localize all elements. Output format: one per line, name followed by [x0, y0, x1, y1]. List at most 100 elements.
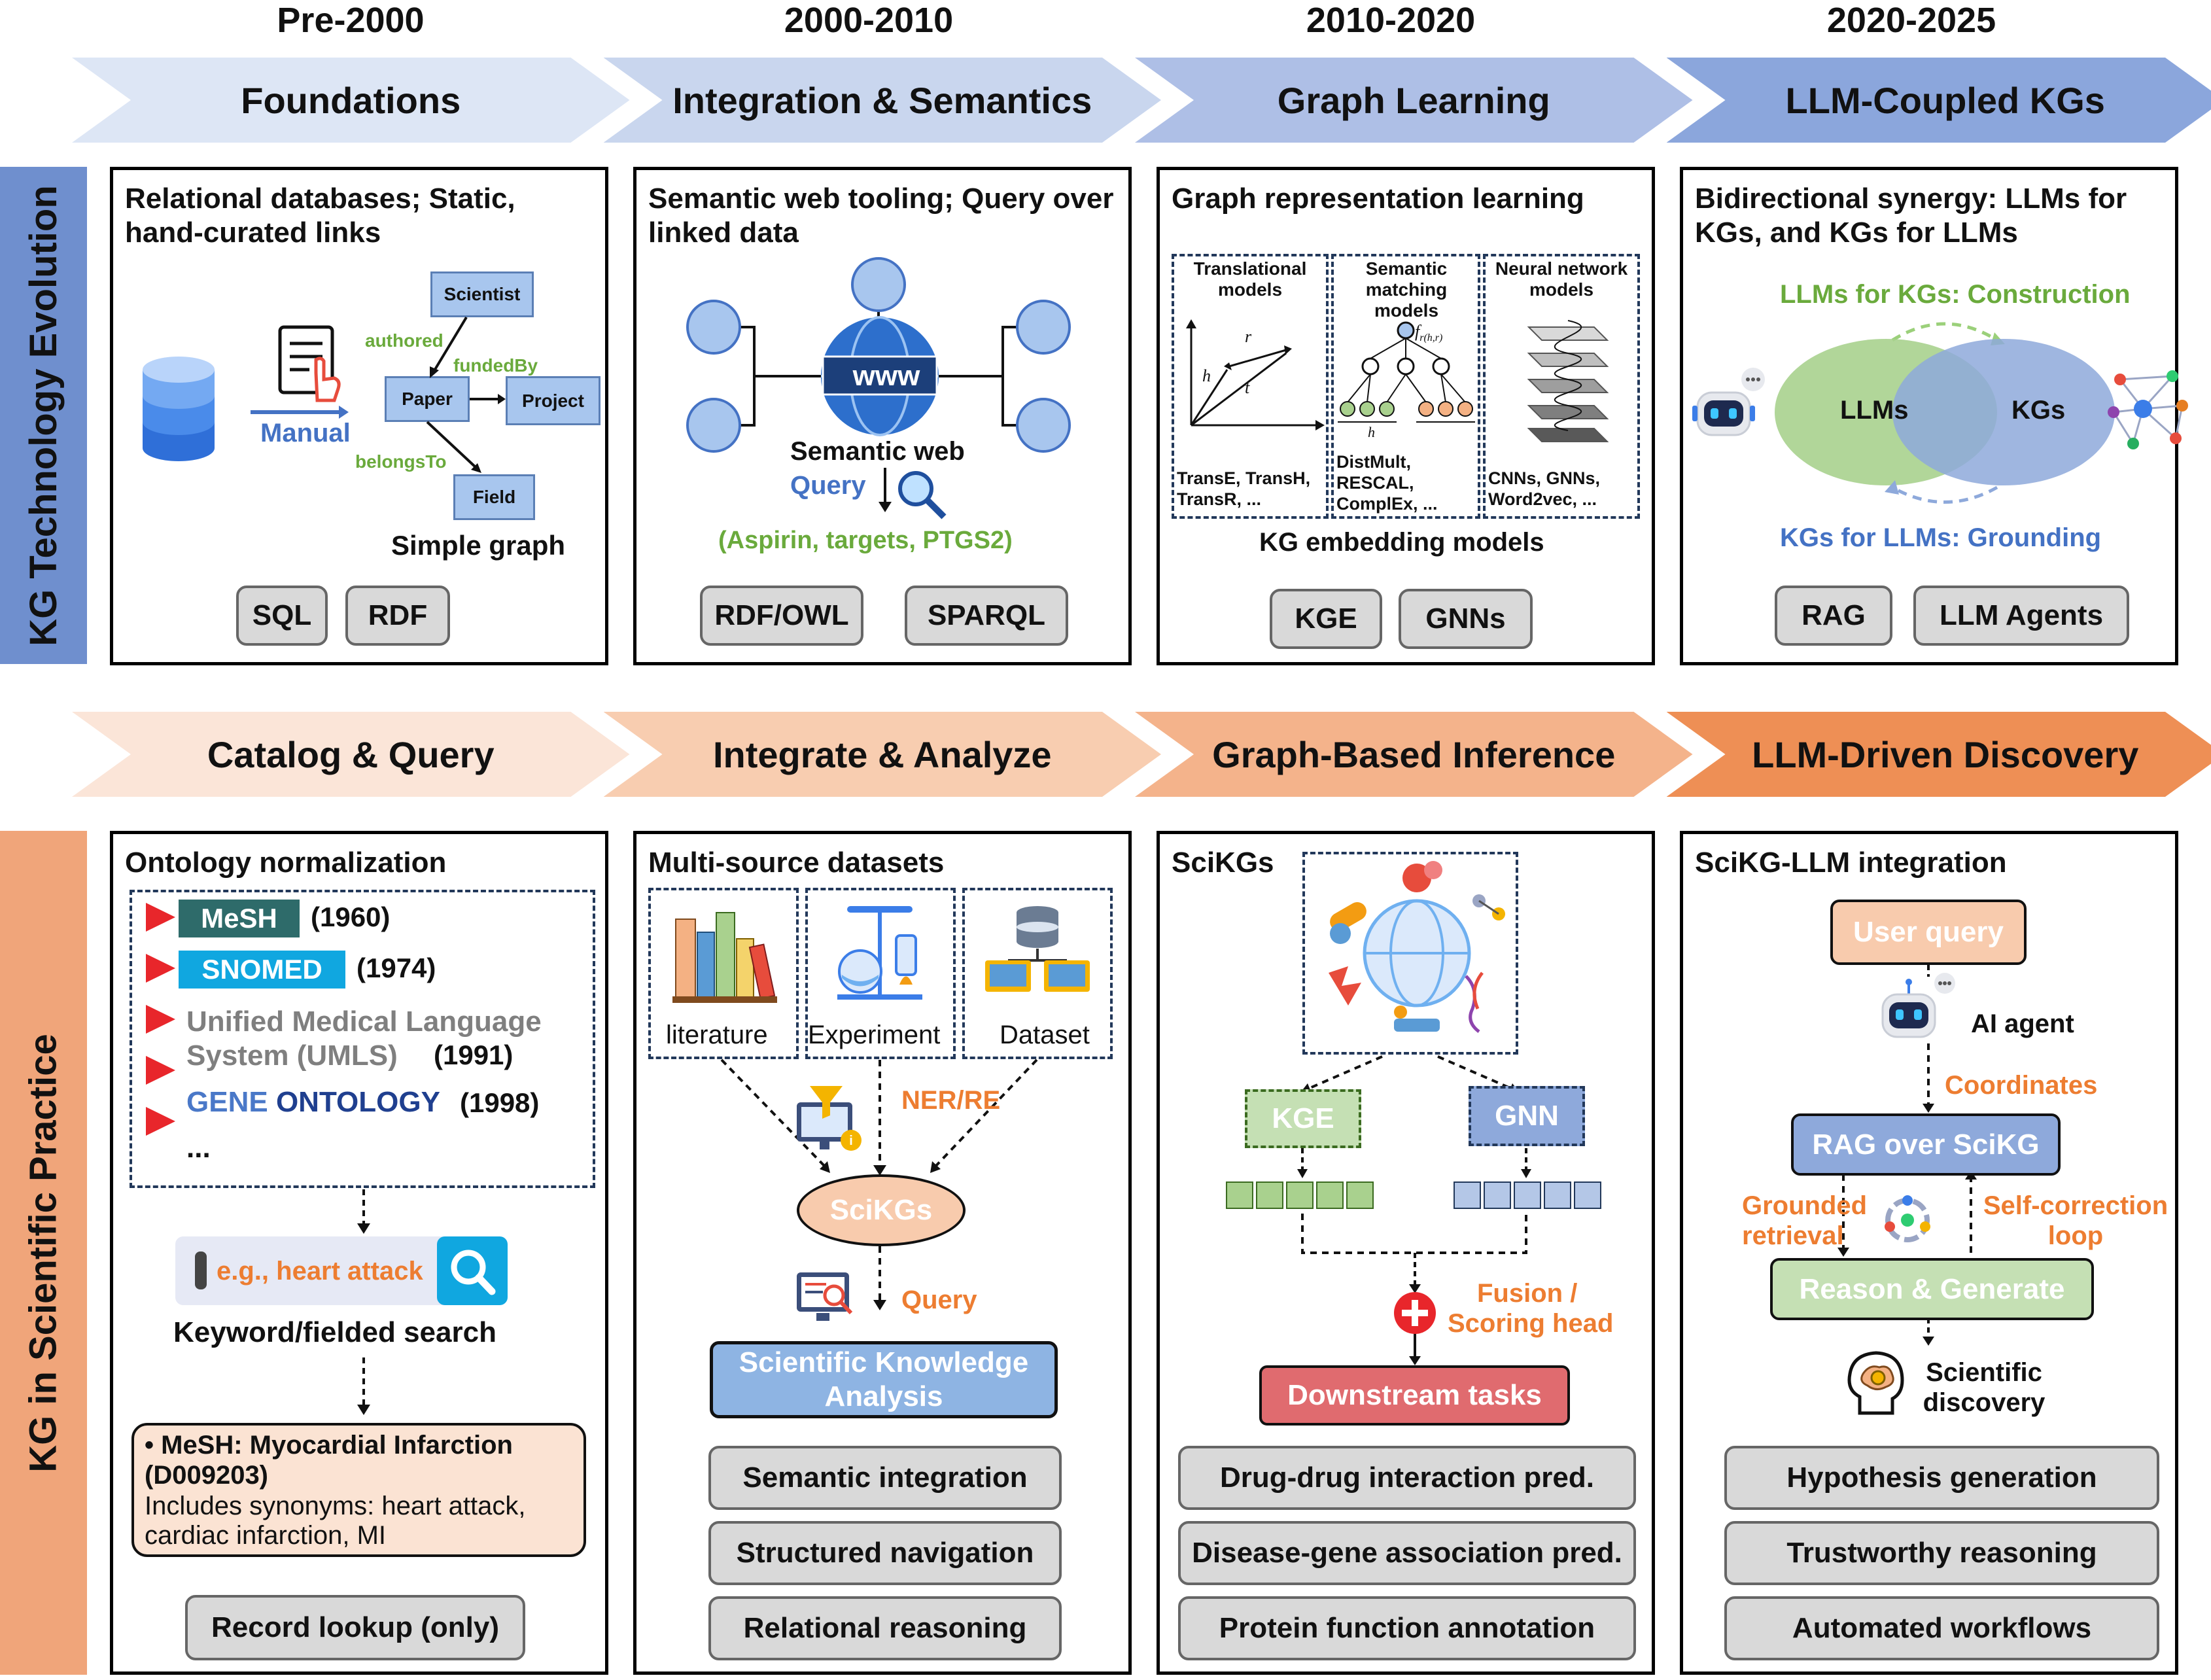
cycle-icon: [1885, 1195, 1930, 1242]
arrow-integrate-analyze: Integrate & Analyze: [604, 712, 1162, 797]
panel-title: Bidirectional synergy: LLMs for KGs, and…: [1695, 183, 2127, 249]
node-paper: Paper: [385, 376, 470, 422]
query-screen-icon: [797, 1272, 853, 1321]
search-caption: Keyword/fielded search: [173, 1316, 496, 1348]
pill-hypothesis-generation: Hypothesis generation: [1724, 1446, 2159, 1510]
col3-head: Neural network models: [1495, 258, 1628, 300]
source-literature-box: [648, 888, 799, 1059]
experiment-icon: [837, 906, 922, 1000]
arrow-llm-coupled-kgs: LLM-Coupled KGs: [1667, 58, 2211, 143]
pill-rdf: RDF: [345, 586, 450, 646]
llms-for-kgs-label: LLMs for KGs: Construction: [1780, 280, 2131, 309]
era-2010-2020: 2010-2020: [1306, 1, 1476, 40]
pill-drug-drug: Drug-drug interaction pred.: [1178, 1446, 1636, 1510]
knowledge-graph-icon: [2108, 370, 2188, 449]
vec-label-h: h: [1202, 366, 1211, 385]
fusion-plus-icon: [1394, 1292, 1436, 1334]
source-label-dataset: Dataset: [1000, 1021, 1090, 1049]
pill-rdf-owl: RDF/OWL: [700, 586, 863, 646]
grounded-retrieval-label: Grounded retrieval: [1742, 1191, 1868, 1250]
source-label-literature: literature: [666, 1021, 768, 1049]
magnifier-icon: [898, 471, 947, 519]
llms-label: LLMs: [1840, 396, 1909, 425]
gnn-vector: [1454, 1181, 1601, 1209]
search-button[interactable]: [437, 1236, 508, 1305]
panel-title: Semantic web tooling; Query over linked …: [648, 183, 1114, 249]
panel-title: Multi-source datasets: [648, 847, 945, 879]
snomed-badge: SNOMED: [179, 951, 345, 989]
mesh-year: (1960): [311, 901, 391, 932]
panel-title: Ontology normalization: [125, 847, 447, 879]
svg-text:i: i: [849, 1134, 853, 1148]
col-translational: [1172, 254, 1329, 519]
era-2000-2010: 2000-2010: [784, 1, 954, 40]
graph-edges: [426, 316, 506, 473]
fusion-label: Fusion /: [1477, 1279, 1578, 1308]
triple-result: (Aspirin, targets, PTGS2): [718, 527, 1013, 554]
brain-gear-icon: [1847, 1351, 1904, 1415]
semantic-web-caption: Semantic web: [790, 437, 965, 466]
pill-kge: KGE: [1270, 589, 1382, 649]
simple-graph-caption: Simple graph: [391, 530, 566, 561]
pill-trustworthy-reasoning: Trustworthy reasoning: [1724, 1521, 2159, 1585]
search-bar[interactable]: [175, 1236, 483, 1305]
panel-scikg-llm: SciKG-LLM integration User query AI agen…: [1680, 831, 2178, 1675]
arrow-foundations: Foundations: [72, 58, 630, 143]
user-query-box: User query: [1830, 900, 2027, 965]
pill-protein-function: Protein function annotation: [1178, 1596, 1636, 1660]
record-line4: cardiac infarction, MI: [145, 1521, 387, 1550]
kge-vector: [1226, 1181, 1374, 1209]
ner-re-label: NER/RE: [901, 1086, 1001, 1115]
scoring-head-label: Scoring head: [1448, 1309, 1614, 1338]
panel-title: Graph representation learning: [1172, 183, 1584, 215]
semantic-matching-diagram: [1338, 321, 1475, 423]
node-field: Field: [453, 474, 535, 520]
flow-arrow-2: [357, 1357, 370, 1415]
record-card: [131, 1423, 586, 1557]
umls-line1: Unified Medical Language: [186, 1006, 542, 1038]
panel-graph-representation: Graph representation learning Translatio…: [1157, 167, 1655, 665]
f-subscript: r(h,r): [1419, 332, 1443, 344]
source-experiment-box: [805, 888, 956, 1059]
umls-year: (1991): [434, 1040, 514, 1070]
gene-ontology-year: (1998): [460, 1087, 540, 1118]
scikg-image-box: [1302, 852, 1518, 1055]
neural-network-diagram: [1527, 320, 1609, 442]
arrow-llm-driven-discovery: LLM-Driven Discovery: [1667, 712, 2211, 797]
knowledge-analysis-box: Scientific Knowledge Analysis: [710, 1341, 1058, 1418]
agent-flow-arrows: [1837, 965, 1977, 1346]
arrow-graph-learning: Graph Learning: [1135, 58, 1693, 143]
panel-title: SciKGs: [1172, 847, 1274, 879]
www-label: www: [852, 360, 920, 392]
agent-robot-icon: [1881, 973, 1955, 1038]
col3-foot: CNNs, GNNs, Word2vec, ...: [1488, 468, 1601, 509]
panel-ontology-normalization: Ontology normalization MeSH (1960) SNOME…: [110, 831, 608, 1675]
record-line1: • MeSH: Myocardial Infarction: [145, 1431, 513, 1460]
scikg-globe-icon: [1329, 861, 1505, 1033]
pill-gnns: GNNs: [1399, 589, 1533, 649]
panel-title: Relational databases; Static, hand-curat…: [125, 183, 515, 249]
pill-rag: RAG: [1775, 586, 1892, 646]
f-symbol: f: [1415, 322, 1420, 341]
pill-sparql: SPARQL: [905, 586, 1068, 646]
robot-icon: [1692, 368, 1765, 436]
col2-head: Semantic matching models: [1365, 258, 1448, 321]
kg-embedding-caption: KG embedding models: [1259, 528, 1544, 557]
dataset-icon: [985, 906, 1090, 992]
rag-over-scikg-box: RAG over SciKG: [1791, 1113, 2061, 1176]
more-ellipsis: ...: [186, 1132, 211, 1164]
edge-label-authored: authored: [365, 330, 444, 351]
pill-relational-reasoning: Relational reasoning: [708, 1596, 1062, 1660]
vec-label-t: t: [1245, 378, 1250, 397]
edge-label-fundedby: fundedBy: [453, 355, 538, 376]
col2-foot: DistMult, RESCAL, ComplEx, ...: [1336, 452, 1438, 514]
kgs-label: KGs: [2011, 396, 2066, 425]
search-cursor: [195, 1251, 207, 1289]
downstream-tasks-box: Downstream tasks: [1259, 1365, 1570, 1426]
node-scientist: Scientist: [430, 271, 534, 317]
node-project: Project: [506, 376, 601, 425]
mesh-badge: MeSH: [179, 900, 300, 937]
query-label: Query: [790, 471, 866, 500]
pill-structured-navigation: Structured navigation: [708, 1521, 1062, 1585]
col-semantic-matching: [1331, 254, 1480, 519]
